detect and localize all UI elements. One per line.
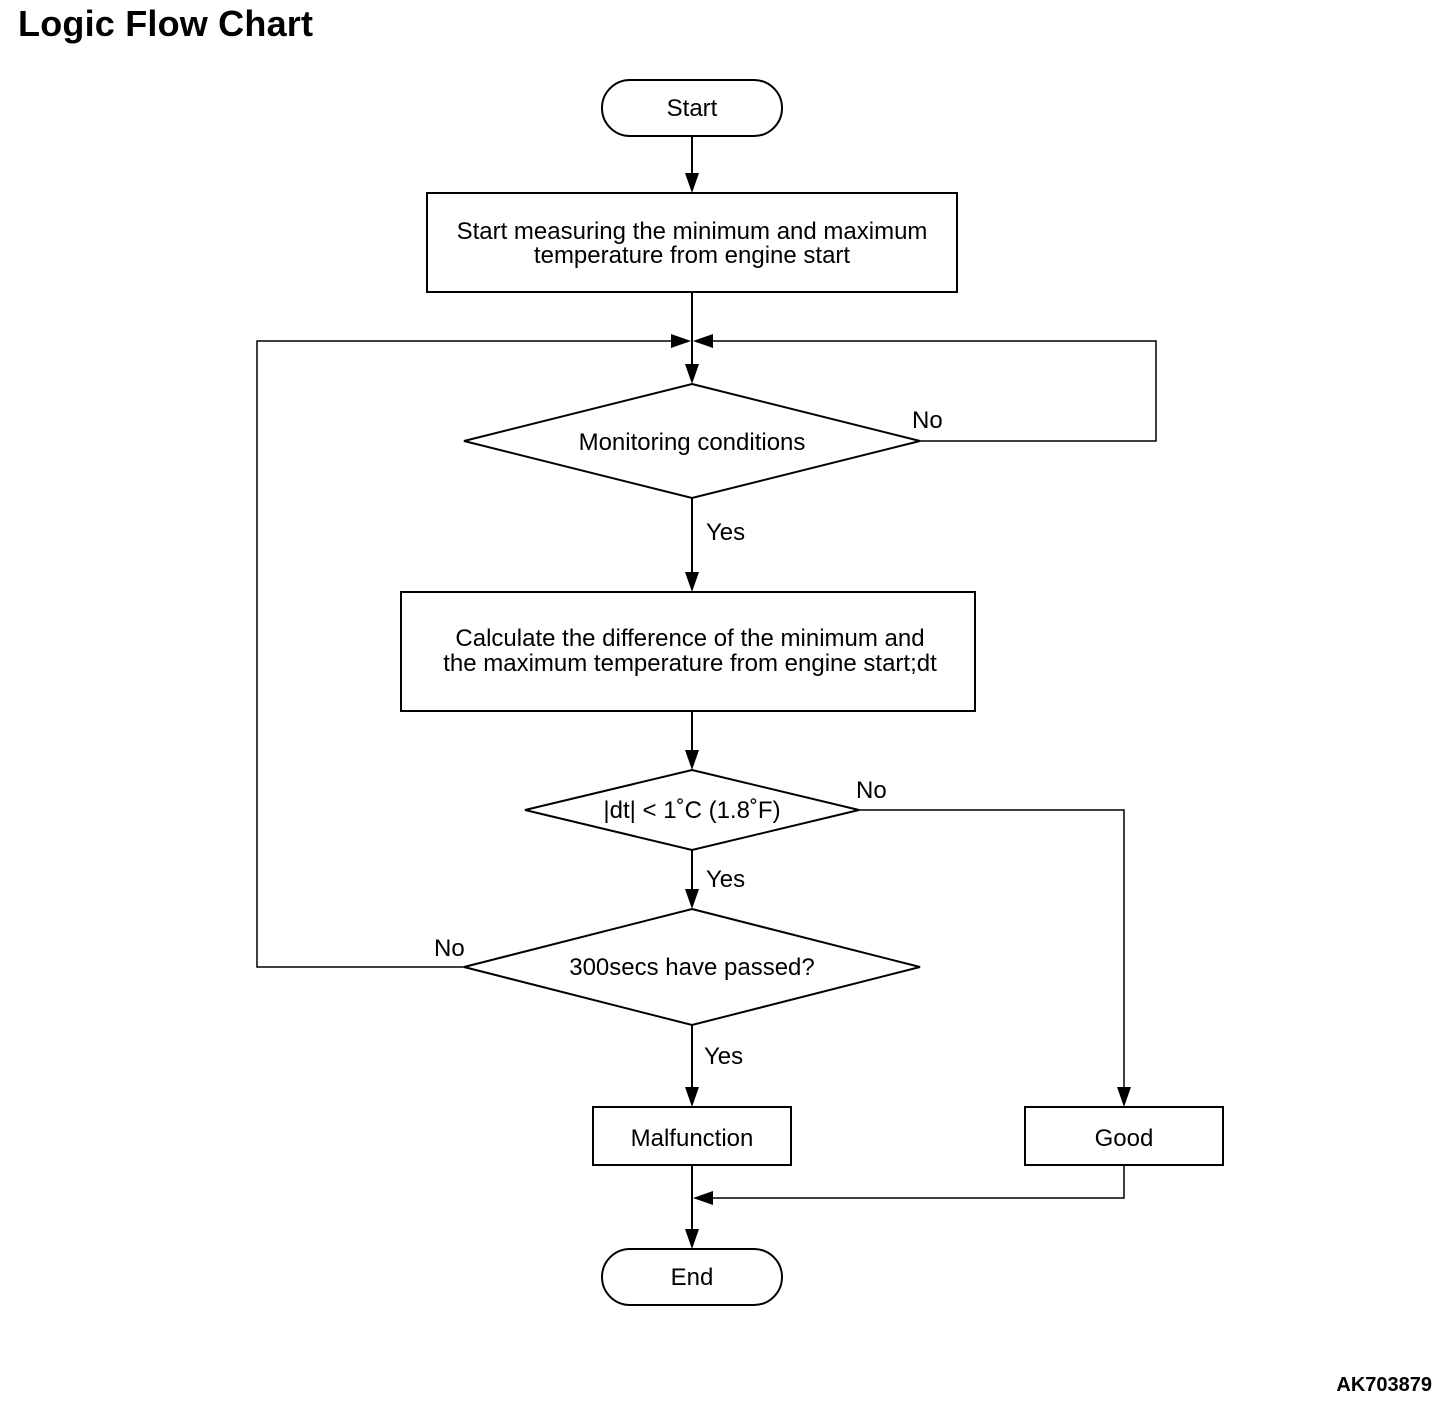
dt-no-label: No	[856, 777, 887, 804]
monitoring-yes-label: Yes	[706, 519, 745, 546]
start-label: Start	[667, 95, 718, 122]
figure-code: AK703879	[1336, 1374, 1432, 1396]
passed-yes-label: Yes	[704, 1043, 743, 1070]
connector-monitoring-no-loop	[708, 340, 1157, 442]
calculate-label-line-2: the maximum temperature from engine star…	[443, 650, 937, 677]
arrowhead	[1117, 1087, 1131, 1107]
monitoring-no-label: No	[912, 407, 943, 434]
arrowhead	[685, 1087, 699, 1107]
passed-label: 300secs have passed?	[569, 954, 815, 981]
end-label: End	[671, 1264, 714, 1291]
connector-passed-no-loop	[256, 340, 676, 968]
calculate-label-line-1: Calculate the difference of the minimum …	[455, 625, 924, 652]
arrowhead	[693, 1191, 713, 1205]
monitoring-label: Monitoring conditions	[579, 429, 806, 456]
connector-dt-no-to-good	[859, 809, 1125, 1092]
arrowhead	[685, 364, 699, 384]
dt-check-label: |dt| < 1˚C (1.8˚F)	[603, 797, 780, 824]
arrowhead	[685, 750, 699, 770]
malfunction-box	[592, 1106, 792, 1166]
arrowhead	[693, 334, 713, 348]
page-title: Logic Flow Chart	[18, 3, 314, 44]
arrowhead	[685, 889, 699, 909]
good-label: Good	[1095, 1125, 1154, 1152]
good-box	[1024, 1106, 1224, 1166]
arrowhead	[685, 173, 699, 193]
measure-label-line-2: temperature from engine start	[534, 242, 850, 269]
measure-label-line-1: Start measuring the minimum and maximum	[457, 218, 928, 245]
arrowhead	[685, 1229, 699, 1249]
malfunction-label: Malfunction	[631, 1125, 754, 1152]
dt-yes-label: Yes	[706, 866, 745, 893]
arrowhead	[671, 334, 691, 348]
passed-no-label: No	[434, 935, 465, 962]
calculate-process-box	[400, 591, 976, 712]
arrowhead	[685, 572, 699, 592]
connector-good-to-end	[708, 1165, 1125, 1199]
